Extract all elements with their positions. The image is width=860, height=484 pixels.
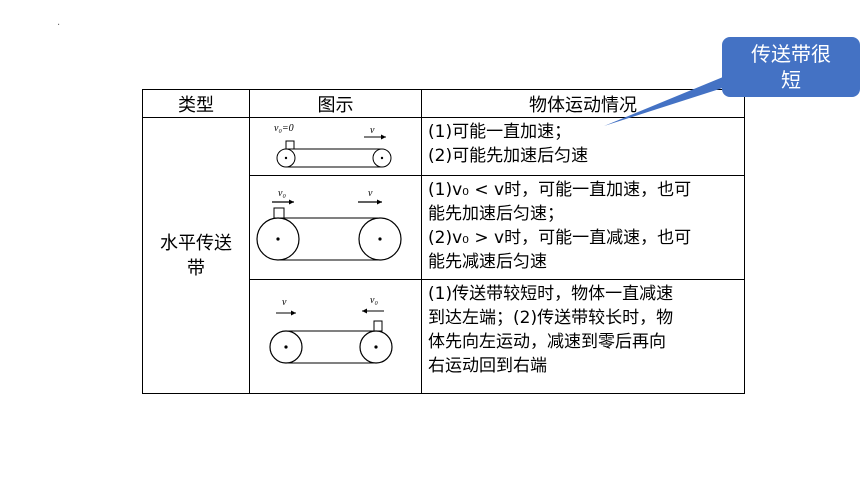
diagram-label-left: v [282,297,287,308]
motion-line: (2)可能先加速后匀速 [428,146,589,166]
diagram-label-right: v₀ [370,295,378,306]
motion-line: (1)传送带较短时，物体一直减速 [428,284,674,304]
table-header-row: 类型 图示 物体运动情况 [142,89,745,118]
table-row: v v₀ (1)传送带较短时，物体一直减速 到达左端；(2)传送带较长时，物 体… [143,279,745,394]
header-diagram: 图示 [249,89,422,118]
decorative-dot: · [57,20,61,31]
diagram-label-right: v [370,125,375,136]
motion-line: 到达左端；(2)传送带较长时，物 [428,308,674,328]
table-row: 水平传送 带 v₀=0 v (1)可能一直加速； (2)可能先加速后匀速 [142,117,745,394]
table-row: v₀ v (1)v₀ < v时，可能一直加速，也可 能先加速后匀速； (2)v₀… [143,175,745,280]
arrow-head [377,199,382,204]
callout-box: 传送带很 短 [722,37,860,97]
type-label-line2: 带 [187,257,205,279]
motion-cell: (1)传送带较短时，物体一直减速 到达左端；(2)传送带较长时，物 体先向左运动… [421,279,745,394]
callout-line2: 短 [781,68,801,92]
arrow-head [291,310,296,315]
header-motion: 物体运动情况 [421,89,745,118]
diagram-cell: v v₀ [249,279,422,394]
diagram-label-right: v [368,188,373,199]
conveyor-diagram-3: v v₀ [269,295,393,364]
motion-cell: (1)可能一直加速； (2)可能先加速后匀速 [421,117,745,176]
diagram-cell: v₀ v [249,175,422,280]
arrow-head [289,199,294,204]
header-type: 类型 [142,89,250,118]
top-bar [0,0,860,8]
motion-line: (1)v₀ < v时，可能一直加速，也可 [428,180,692,200]
arrow-head [362,308,367,313]
diagram-label-left: v₀ [278,188,286,199]
motion-cell: (1)v₀ < v时，可能一直加速，也可 能先加速后匀速； (2)v₀ > v时… [421,175,745,280]
conveyor-diagram-2: v₀ v [256,188,402,261]
conveyor-diagram-1: v₀=0 v [274,123,392,167]
callout-line1: 传送带很 [751,42,831,66]
block [373,320,383,331]
motion-line: 能先加速后匀速； [428,204,564,224]
motion-line: 右运动回到右端 [428,356,547,376]
type-cell: 水平传送 带 [142,117,250,394]
arrow-head [381,134,386,139]
conveyor-table: 类型 图示 物体运动情况 水平传送 带 v₀=0 v ( [142,89,745,394]
type-label-line1: 水平传送 [160,232,232,254]
block [285,140,295,149]
motion-line: 能先减速后匀速 [428,252,547,272]
motion-line: (2)v₀ > v时，可能一直减速，也可 [428,228,692,248]
diagram-label-left: v₀=0 [274,123,294,134]
block [273,207,285,218]
motion-line: 体先向左运动，减速到零后再向 [428,332,666,352]
diagram-cell: v₀=0 v [249,117,422,176]
motion-line: (1)可能一直加速； [428,122,572,142]
